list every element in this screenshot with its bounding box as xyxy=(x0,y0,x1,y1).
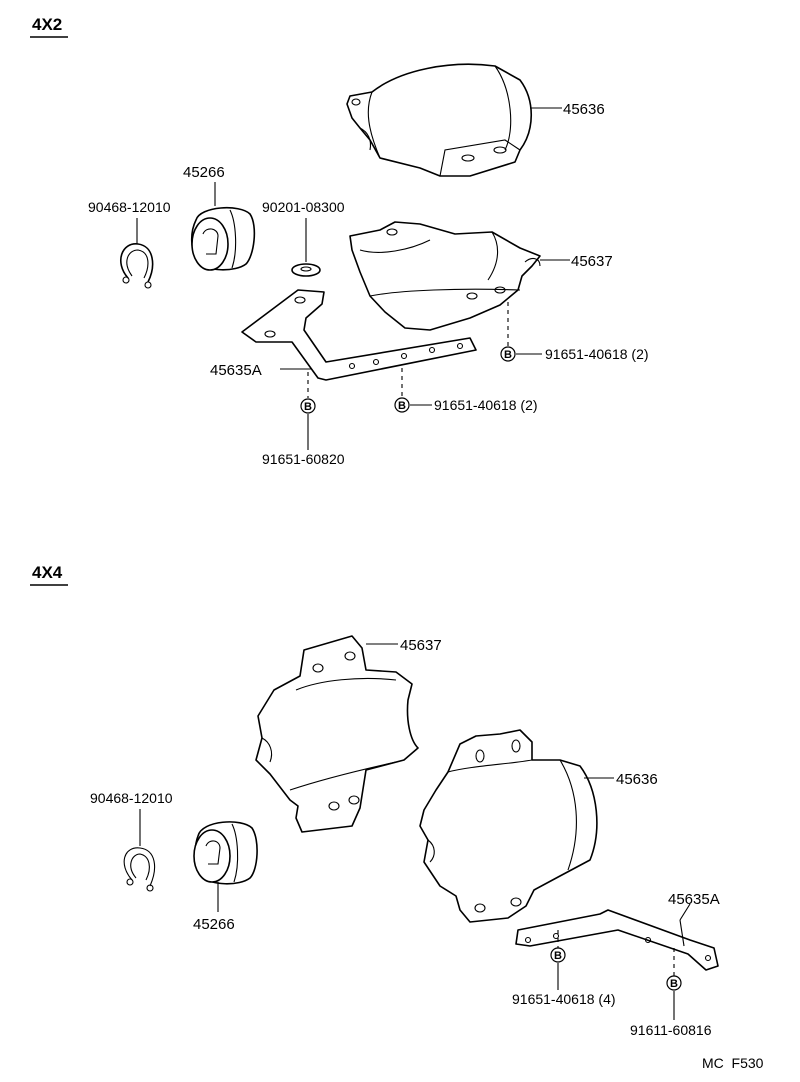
svg-text:B: B xyxy=(504,349,512,361)
label-45266-bottom: 45266 xyxy=(193,916,235,933)
section-title-4x4: 4X4 xyxy=(32,563,63,582)
part-45637-flange-cover xyxy=(255,635,419,833)
label-91651-40618-a: 91651-40618 (2) xyxy=(545,346,649,362)
label-45266: 45266 xyxy=(183,164,225,181)
label-45635A-bottom: 45635A xyxy=(668,891,720,908)
label-45636: 45636 xyxy=(563,101,605,118)
label-91651-40618-bottom: 91651-40618 (4) xyxy=(512,991,616,1007)
diagram-code: MC F530 xyxy=(702,1055,764,1071)
section-4x4: 4X4 45637 45636 90468-1 xyxy=(30,563,720,1038)
svg-text:B: B xyxy=(304,401,312,413)
bolt-b-icon: B xyxy=(550,947,566,963)
clamp-90468-icon xyxy=(119,243,154,289)
label-91651-40618-b: 91651-40618 (2) xyxy=(434,397,538,413)
svg-text:B: B xyxy=(670,978,678,990)
washer-90201-icon xyxy=(291,263,321,277)
label-91651-60820: 91651-60820 xyxy=(262,451,345,467)
label-45636-bottom: 45636 xyxy=(616,771,658,788)
label-90468-12010-bottom: 90468-12010 xyxy=(90,790,173,806)
bolt-b-icon: B xyxy=(394,397,410,413)
bolt-b-icon: B xyxy=(300,398,316,414)
label-45637-top: 45637 xyxy=(571,253,613,270)
label-91611-60816: 91611-60816 xyxy=(630,1022,712,1038)
label-90468-12010: 90468-12010 xyxy=(88,199,171,215)
section-4x2: 4X2 45636 90468-12010 45266 xyxy=(30,15,649,467)
bracket-45635A-bottom xyxy=(515,909,719,971)
part-45636-cover xyxy=(346,63,532,177)
label-45637-bottom: 45637 xyxy=(400,637,442,654)
bracket-45635A xyxy=(241,289,477,381)
part-45636-cylinder xyxy=(419,729,598,923)
clamp-90468-icon xyxy=(123,847,156,892)
label-90201-08300: 90201-08300 xyxy=(262,199,345,215)
svg-text:B: B xyxy=(398,400,406,412)
part-45637-cover xyxy=(349,221,541,331)
bushing-45266-icon xyxy=(193,821,258,885)
label-45635A-top: 45635A xyxy=(210,362,262,379)
bushing-45266-icon xyxy=(190,206,256,271)
bolt-b-icon: B xyxy=(666,975,682,991)
bolt-b-icon: B xyxy=(500,346,516,362)
svg-text:B: B xyxy=(554,950,562,962)
section-title-4x2: 4X2 xyxy=(32,15,62,34)
